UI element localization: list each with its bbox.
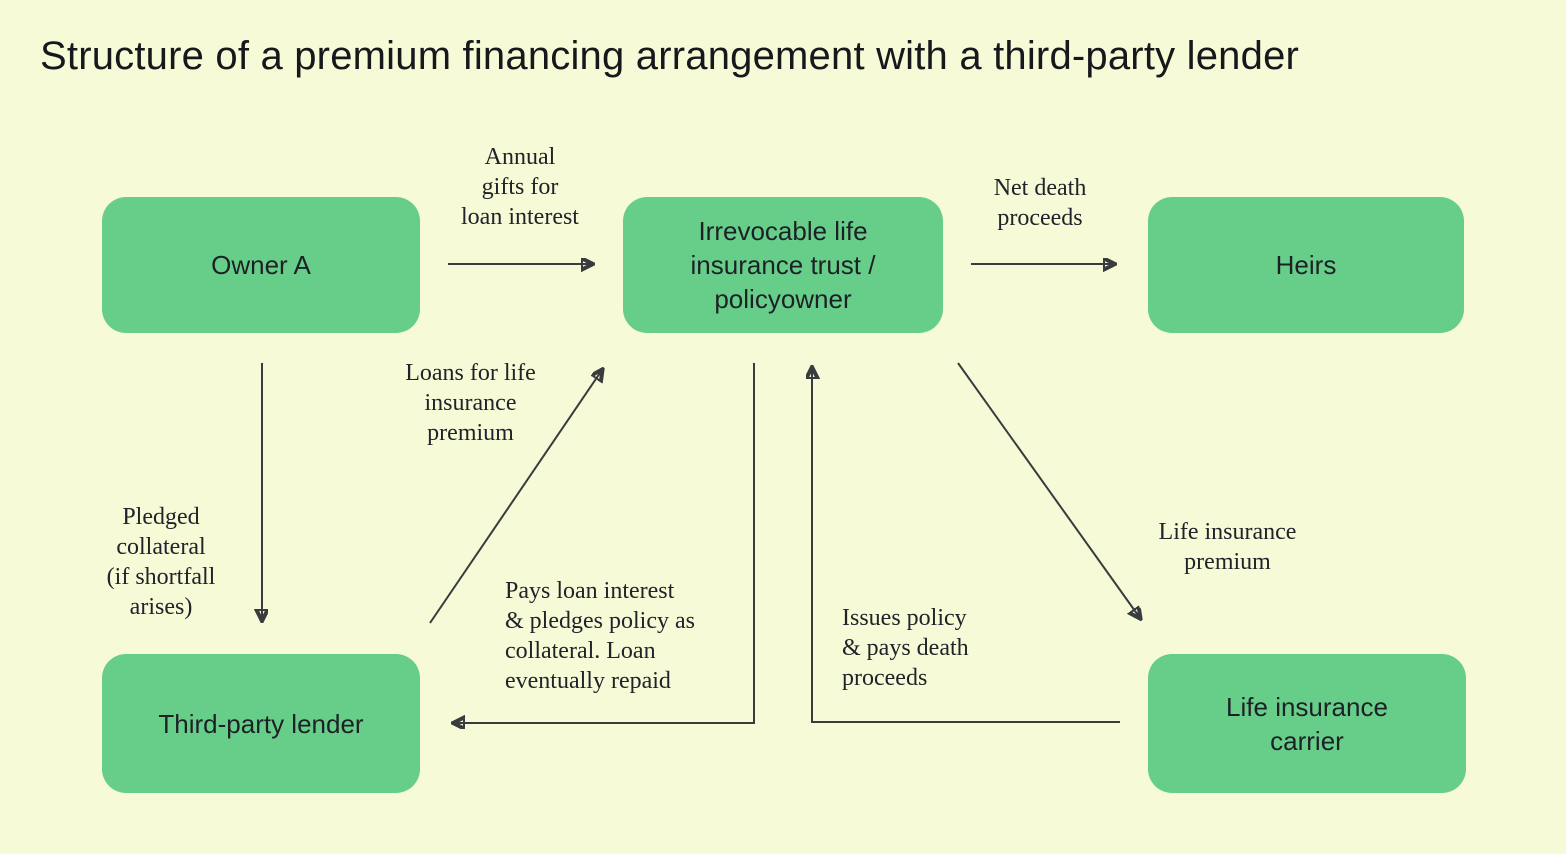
node-heirs: Heirs bbox=[1148, 197, 1464, 333]
node-owner-a-label: Owner A bbox=[211, 250, 311, 280]
node-heirs-label: Heirs bbox=[1275, 250, 1337, 280]
node-life-insurance-carrier-label: Life insurance carrier bbox=[1226, 691, 1388, 756]
arrow-life-insurance-premium bbox=[957, 362, 1140, 618]
diagram-title: Structure of a premium financing arrange… bbox=[40, 34, 1300, 78]
node-irrevocable-trust-label: Irrevocable life insurance trust / polic… bbox=[690, 216, 876, 314]
edge-label-net-death-proceeds: Net death proceeds bbox=[993, 175, 1087, 231]
node-life-insurance-carrier: Life insurance carrier bbox=[1148, 654, 1466, 793]
node-owner-a: Owner A bbox=[102, 197, 420, 333]
edge-label-loans-for-premium: Loans for life insurance premium bbox=[405, 360, 536, 446]
arrow-pays-loan-interest bbox=[454, 363, 755, 723]
edge-label-issues-policy: Issues policy & pays death proceeds bbox=[842, 605, 969, 691]
edge-label-pledged-collateral: Pledged collateral (if shortfall arises) bbox=[106, 504, 216, 620]
edge-label-annual-gifts: Annual gifts for loan interest bbox=[461, 144, 579, 230]
arrow-loans-for-premium bbox=[429, 370, 602, 624]
node-third-party-lender: Third-party lender bbox=[102, 654, 420, 793]
node-third-party-lender-label: Third-party lender bbox=[158, 708, 364, 739]
node-irrevocable-trust: Irrevocable life insurance trust / polic… bbox=[623, 197, 943, 333]
edge-label-life-insurance-premium: Life insurance premium bbox=[1158, 519, 1297, 575]
edge-label-pays-loan-interest: Pays loan interest & pledges policy as c… bbox=[505, 578, 695, 694]
arrow-issues-policy bbox=[812, 368, 1120, 723]
